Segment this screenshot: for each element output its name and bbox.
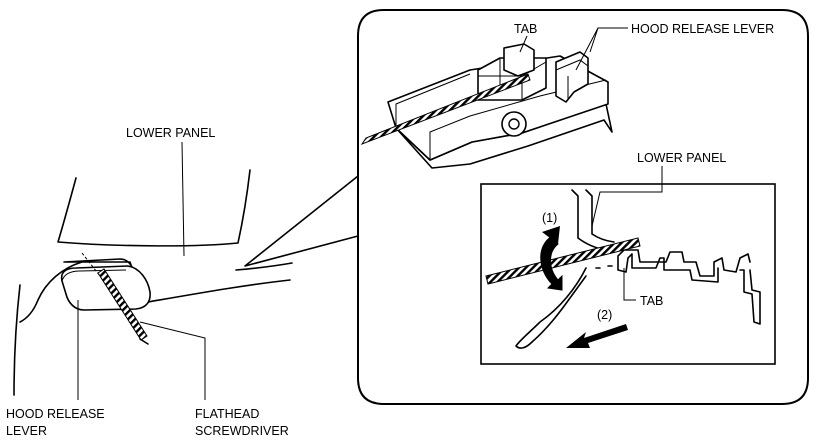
- lower-panel-flange: [515, 267, 587, 349]
- label-flathead-1: FLATHEAD: [195, 407, 259, 421]
- label-tab-inset: TAB: [640, 294, 663, 308]
- lever-pivot-hole: [508, 118, 520, 130]
- dash-panel-lower-edge: [147, 279, 291, 303]
- rotate-arrow-head-icon: [542, 226, 560, 244]
- dash-panel-edge: [235, 262, 293, 271]
- leader-tab-top: [519, 35, 528, 53]
- lever-tab-clip: [503, 43, 535, 77]
- label-lower-panel-inset: LOWER PANEL: [637, 151, 726, 165]
- leader-tab-inset: [623, 268, 636, 301]
- flathead-screwdriver-shaft: [97, 268, 148, 341]
- label-step-2: (2): [597, 308, 612, 322]
- side-trim-line: [13, 284, 21, 396]
- label-step-1: (1): [542, 211, 557, 225]
- lever-handle: [555, 51, 589, 103]
- label-hood-release-lever-1: HOOD RELEASE: [6, 407, 105, 421]
- leader-flathead: [139, 321, 206, 400]
- overview-view: [13, 141, 293, 400]
- label-lower-panel: LOWER PANEL: [126, 126, 215, 140]
- door-trim-curve: [19, 261, 83, 323]
- leader-lower-panel-inset: [591, 166, 663, 227]
- section-detail-inset: [480, 166, 776, 365]
- label-hood-release-lever-2: LEVER: [6, 424, 47, 438]
- lower-panel-outline: [57, 169, 251, 247]
- label-flathead-2: SCREWDRIVER: [195, 424, 289, 438]
- label-tab-top: TAB: [514, 22, 537, 36]
- bracket-slot: [595, 265, 613, 269]
- inset-screwdriver: [485, 237, 641, 285]
- lever-handle-detail: [555, 59, 589, 100]
- leader-lower-panel: [181, 141, 185, 257]
- rotate-arrow-icon: [540, 235, 563, 291]
- hood-release-lever-body: [60, 265, 151, 311]
- flathead-screwdriver-end: [139, 338, 149, 345]
- lever-assembly-view: [360, 27, 628, 169]
- assembly-screwdriver: [360, 73, 531, 146]
- push-arrow-icon: [566, 324, 628, 348]
- bracket-section: [617, 249, 761, 325]
- label-hood-release-lever-top: HOOD RELEASE LEVER: [631, 22, 774, 36]
- hood-release-lever-top: [61, 269, 127, 282]
- callout-pointer: [244, 175, 359, 267]
- leader-hood-release-lever-top: [575, 27, 628, 71]
